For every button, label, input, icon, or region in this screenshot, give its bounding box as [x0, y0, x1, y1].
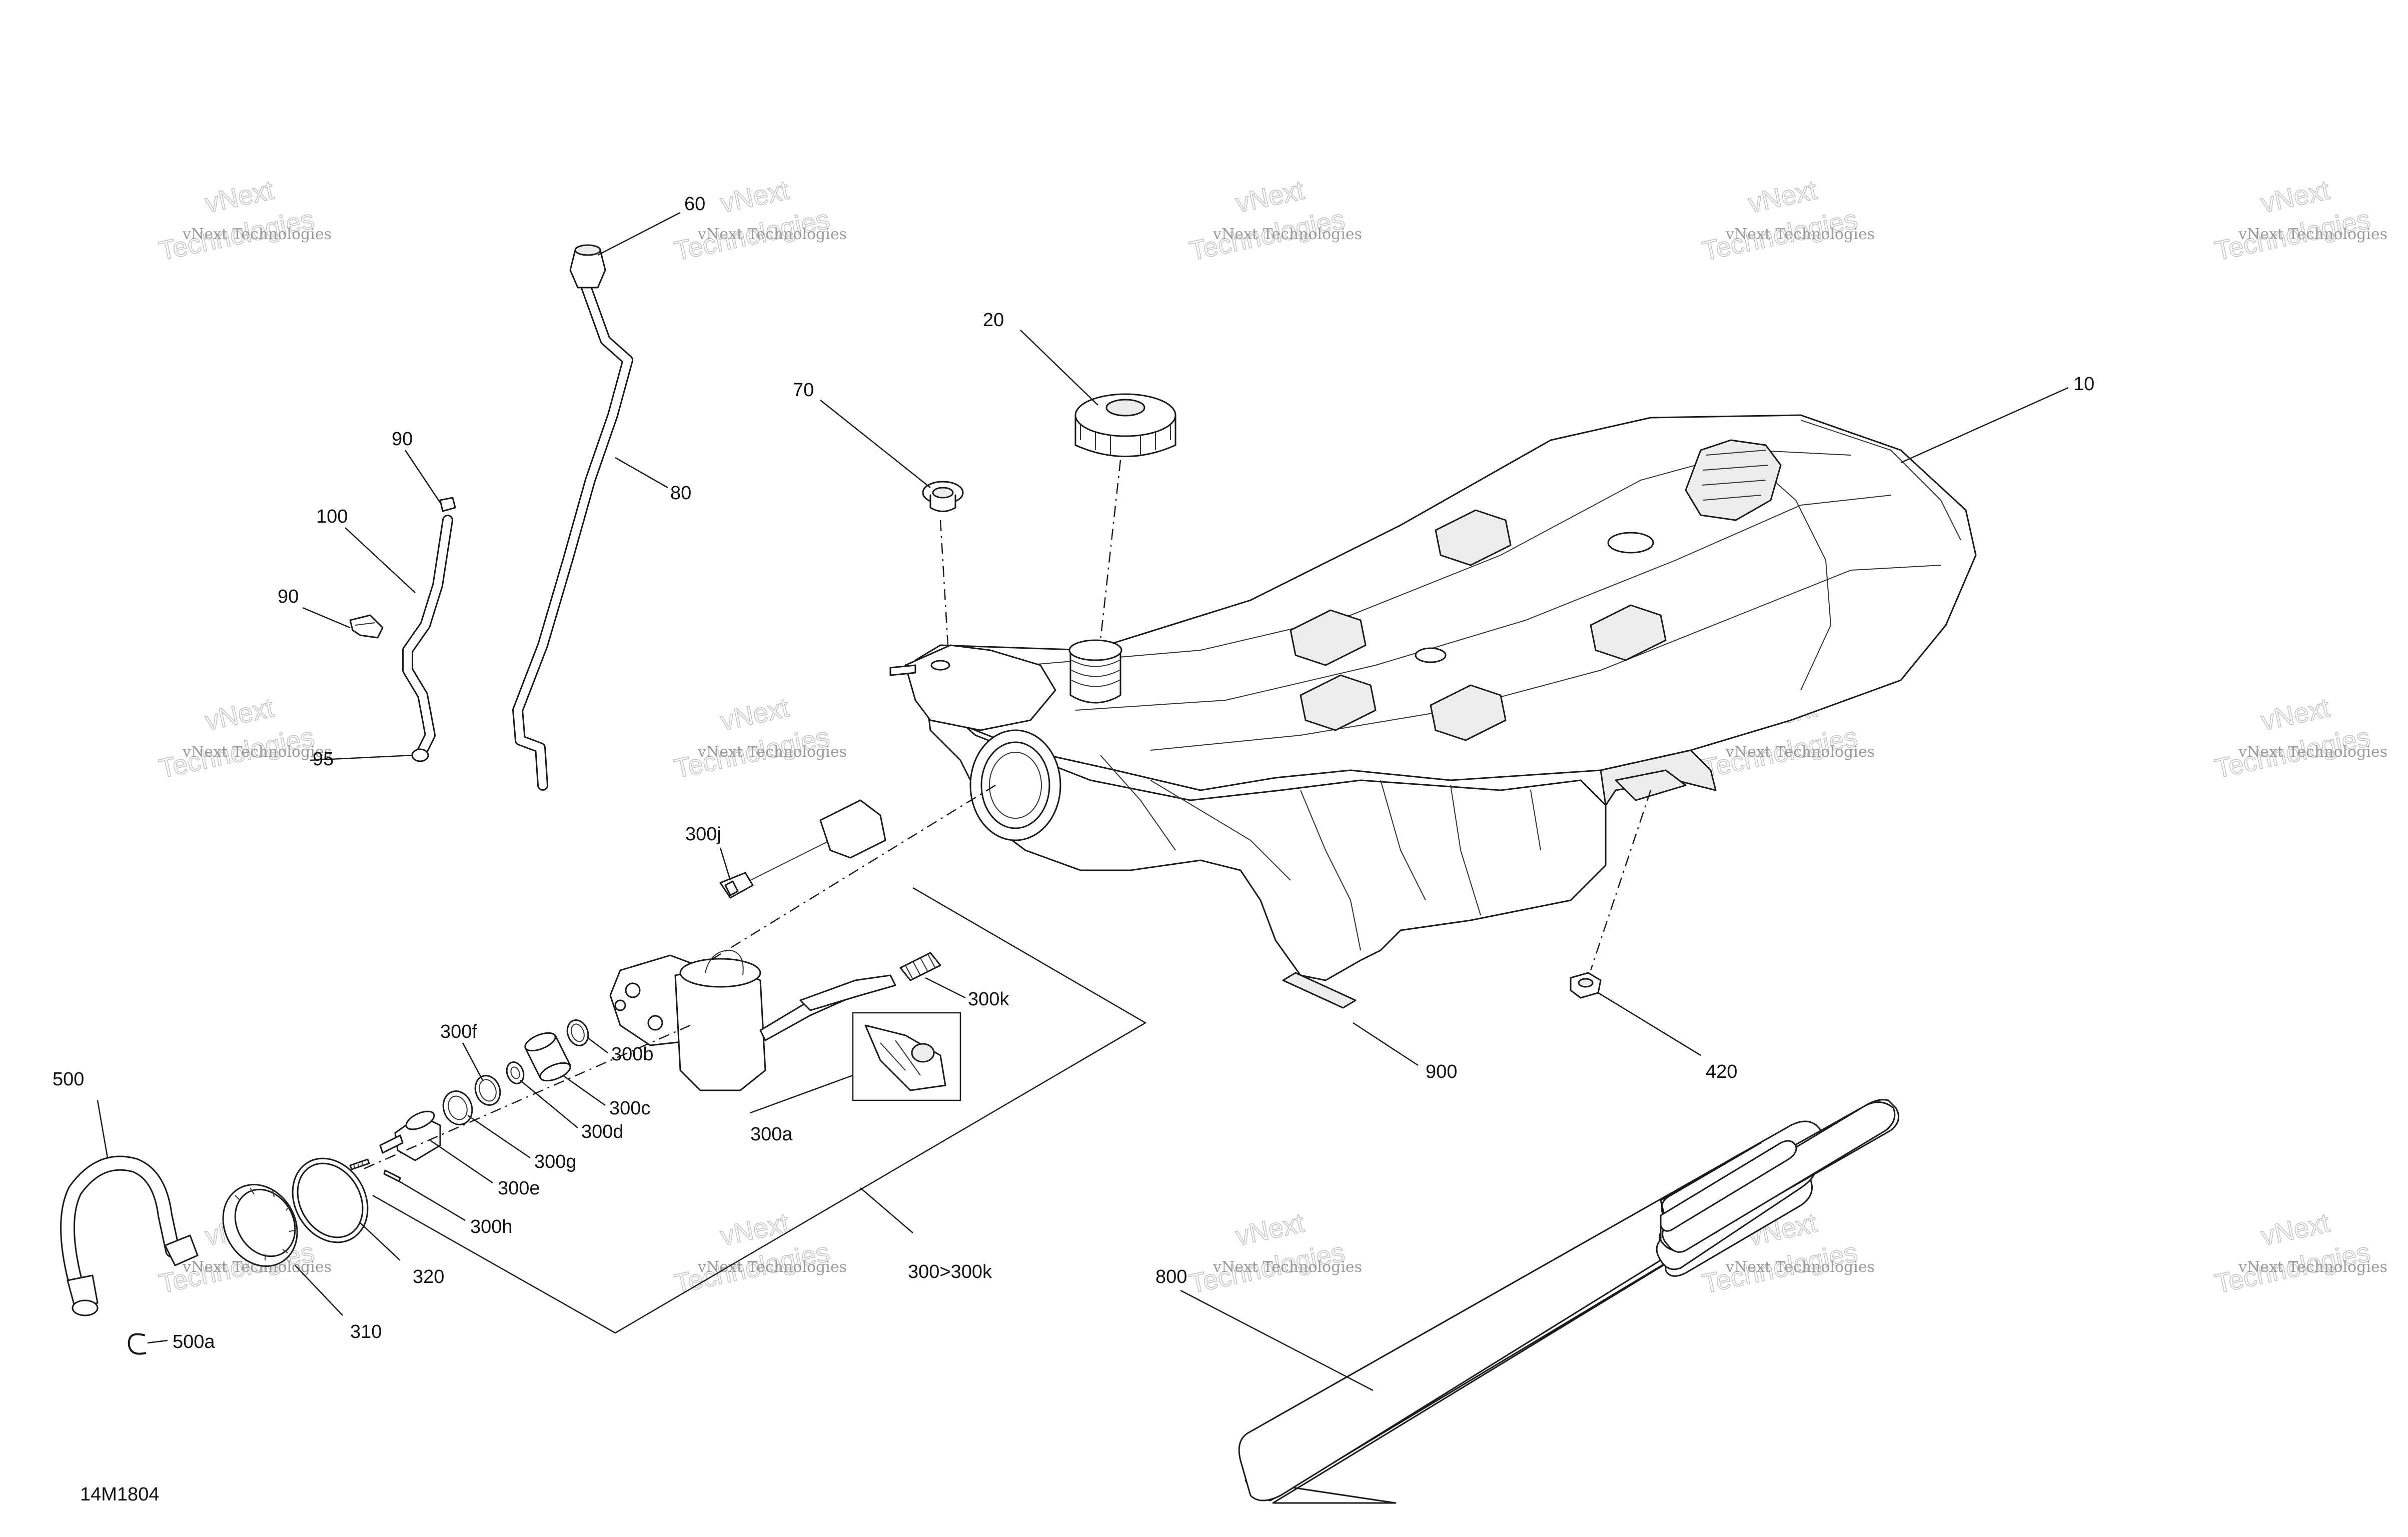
svg-text:vNext Technologies: vNext Technologies — [2238, 743, 2387, 761]
svg-text:vNext: vNext — [203, 175, 277, 219]
svg-text:vNext Technologies: vNext Technologies — [1725, 743, 1875, 761]
watermark: vNext Technologies vNext Technologies — [1186, 175, 1362, 267]
svg-text:vNext: vNext — [2258, 693, 2332, 736]
callout-95[interactable]: 95 — [313, 749, 334, 770]
callout-300j[interactable]: 300j — [685, 824, 721, 845]
watermark: vNext Technologies vNext Technologies — [671, 1207, 847, 1299]
svg-text:vNext Technologies: vNext Technologies — [1725, 226, 1875, 243]
svg-text:vNext: vNext — [1233, 175, 1307, 219]
watermark: vNext Technologies vNext Technologies — [1186, 1207, 1362, 1299]
svg-text:vNext Technologies: vNext Technologies — [182, 226, 332, 243]
callout-300-range[interactable]: 300>300k — [908, 1261, 992, 1282]
callout-60[interactable]: 60 — [684, 194, 705, 215]
callout-300k[interactable]: 300k — [968, 989, 1009, 1010]
watermark: vNext Technologies vNext Technologies — [671, 692, 847, 784]
check-valve-part-60[interactable] — [569, 244, 606, 289]
callout-500[interactable]: 500 — [53, 1069, 84, 1090]
svg-text:vNext: vNext — [1233, 1208, 1307, 1251]
pin-part-300h[interactable] — [383, 1169, 401, 1182]
o-ring-part-300f[interactable] — [471, 1072, 504, 1109]
callout-900[interactable]: 900 — [1426, 1061, 1457, 1082]
svg-text:vNext Technologies: vNext Technologies — [2238, 226, 2387, 243]
fuel-hose-part-500[interactable] — [60, 1155, 199, 1316]
svg-text:vNext: vNext — [2258, 1208, 2332, 1251]
watermark: vNext Technologies vNext Technologies — [156, 692, 332, 784]
clamp-part-90-top[interactable] — [439, 497, 456, 512]
assembly-bracket — [372, 887, 1147, 1334]
watermark: vNext Technologies vNext Technologies — [1699, 175, 1875, 267]
clamp-part-90[interactable] — [349, 614, 384, 639]
callout-300d[interactable]: 300d — [581, 1121, 624, 1142]
pad-part-900[interactable] — [1282, 972, 1357, 1009]
fuel-pump-part-300[interactable] — [609, 949, 896, 1091]
callout-310[interactable]: 310 — [350, 1321, 382, 1342]
svg-text:vNext Technologies: vNext Technologies — [1213, 1258, 1362, 1276]
o-ring-part-300b[interactable] — [564, 1017, 591, 1049]
callout-300g[interactable]: 300g — [534, 1151, 577, 1172]
lock-ring-part-310[interactable] — [209, 1171, 312, 1279]
callout-300a[interactable]: 300a — [750, 1124, 793, 1145]
svg-text:vNext Technologies: vNext Technologies — [1725, 1258, 1875, 1276]
fuel-level-sender-part-300j[interactable] — [719, 799, 886, 899]
nut-part-420[interactable] — [1570, 972, 1602, 999]
grommet-part-70[interactable] — [922, 481, 964, 512]
svg-text:vNext: vNext — [718, 175, 792, 219]
screw-part[interactable] — [349, 1158, 370, 1170]
callout-100[interactable]: 100 — [316, 506, 348, 527]
watermark: vNext Technologies vNext Technologies — [2212, 1207, 2387, 1299]
filler-cap-part-20[interactable] — [1074, 393, 1176, 457]
callout-500a[interactable]: 500a — [173, 1331, 215, 1352]
callout-80[interactable]: 80 — [670, 483, 691, 504]
callout-70[interactable]: 70 — [793, 380, 814, 401]
detail-box-part-300a[interactable] — [852, 1012, 961, 1101]
svg-text:vNext: vNext — [718, 693, 792, 736]
clamp-part-95[interactable] — [411, 748, 429, 762]
callout-labels: 10 20 60 70 80 90 100 90 95 300j 300k 30… — [53, 194, 2094, 1352]
heat-shield-upper-part-800[interactable] — [1656, 1099, 1900, 1270]
callout-300f[interactable]: 300f — [440, 1021, 477, 1042]
drain-tube-part-100[interactable] — [402, 515, 453, 761]
callout-300e[interactable]: 300e — [498, 1178, 540, 1199]
washer-part-300d[interactable] — [504, 1060, 526, 1086]
svg-text:vNext Technologies: vNext Technologies — [697, 226, 847, 243]
assembly-lines — [360, 460, 1652, 1171]
fuel-tank-part-10[interactable] — [889, 414, 1977, 981]
svg-text:vNext Technologies: vNext Technologies — [182, 743, 332, 761]
svg-text:vNext: vNext — [1746, 175, 1820, 219]
callout-90-top[interactable]: 90 — [392, 429, 413, 450]
figure-id: 14M1804 — [80, 1484, 159, 1505]
clip-part-500a[interactable] — [128, 1333, 147, 1355]
callout-420[interactable]: 420 — [1706, 1061, 1737, 1082]
svg-text:vNext: vNext — [718, 1208, 792, 1251]
svg-text:vNext Technologies: vNext Technologies — [697, 743, 847, 761]
watermark: vNext Technologies vNext Technologies — [2212, 692, 2387, 784]
callout-300h[interactable]: 300h — [470, 1216, 513, 1237]
vent-tube-part-80[interactable] — [512, 272, 633, 791]
callout-800[interactable]: 800 — [1155, 1266, 1187, 1287]
svg-text:vNext: vNext — [203, 693, 277, 736]
svg-text:vNext Technologies: vNext Technologies — [697, 1258, 847, 1276]
callout-300b[interactable]: 300b — [611, 1044, 654, 1065]
svg-text:vNext Technologies: vNext Technologies — [1213, 226, 1362, 243]
filter-part-300c[interactable] — [523, 1029, 573, 1084]
pressure-regulator-part-300e[interactable] — [379, 1108, 441, 1161]
svg-text:vNext: vNext — [2258, 175, 2332, 219]
watermark: vNext Technologies vNext Technologies — [671, 175, 847, 267]
svg-text:vNext Technologies: vNext Technologies — [2238, 1258, 2387, 1276]
ring-part-300g[interactable] — [439, 1087, 477, 1128]
watermark: vNext Technologies vNext Technologies — [156, 175, 332, 267]
callout-320[interactable]: 320 — [413, 1266, 444, 1287]
watermark: vNext Technologies vNext Technologies — [2212, 175, 2387, 267]
spring-part-300k[interactable] — [899, 952, 941, 981]
callout-10[interactable]: 10 — [2073, 374, 2094, 395]
callout-20[interactable]: 20 — [983, 310, 1004, 331]
callout-90[interactable]: 90 — [278, 586, 299, 607]
callout-300c[interactable]: 300c — [609, 1098, 650, 1119]
gasket-part-320[interactable] — [278, 1145, 382, 1256]
leader-lines — [97, 212, 2069, 1391]
